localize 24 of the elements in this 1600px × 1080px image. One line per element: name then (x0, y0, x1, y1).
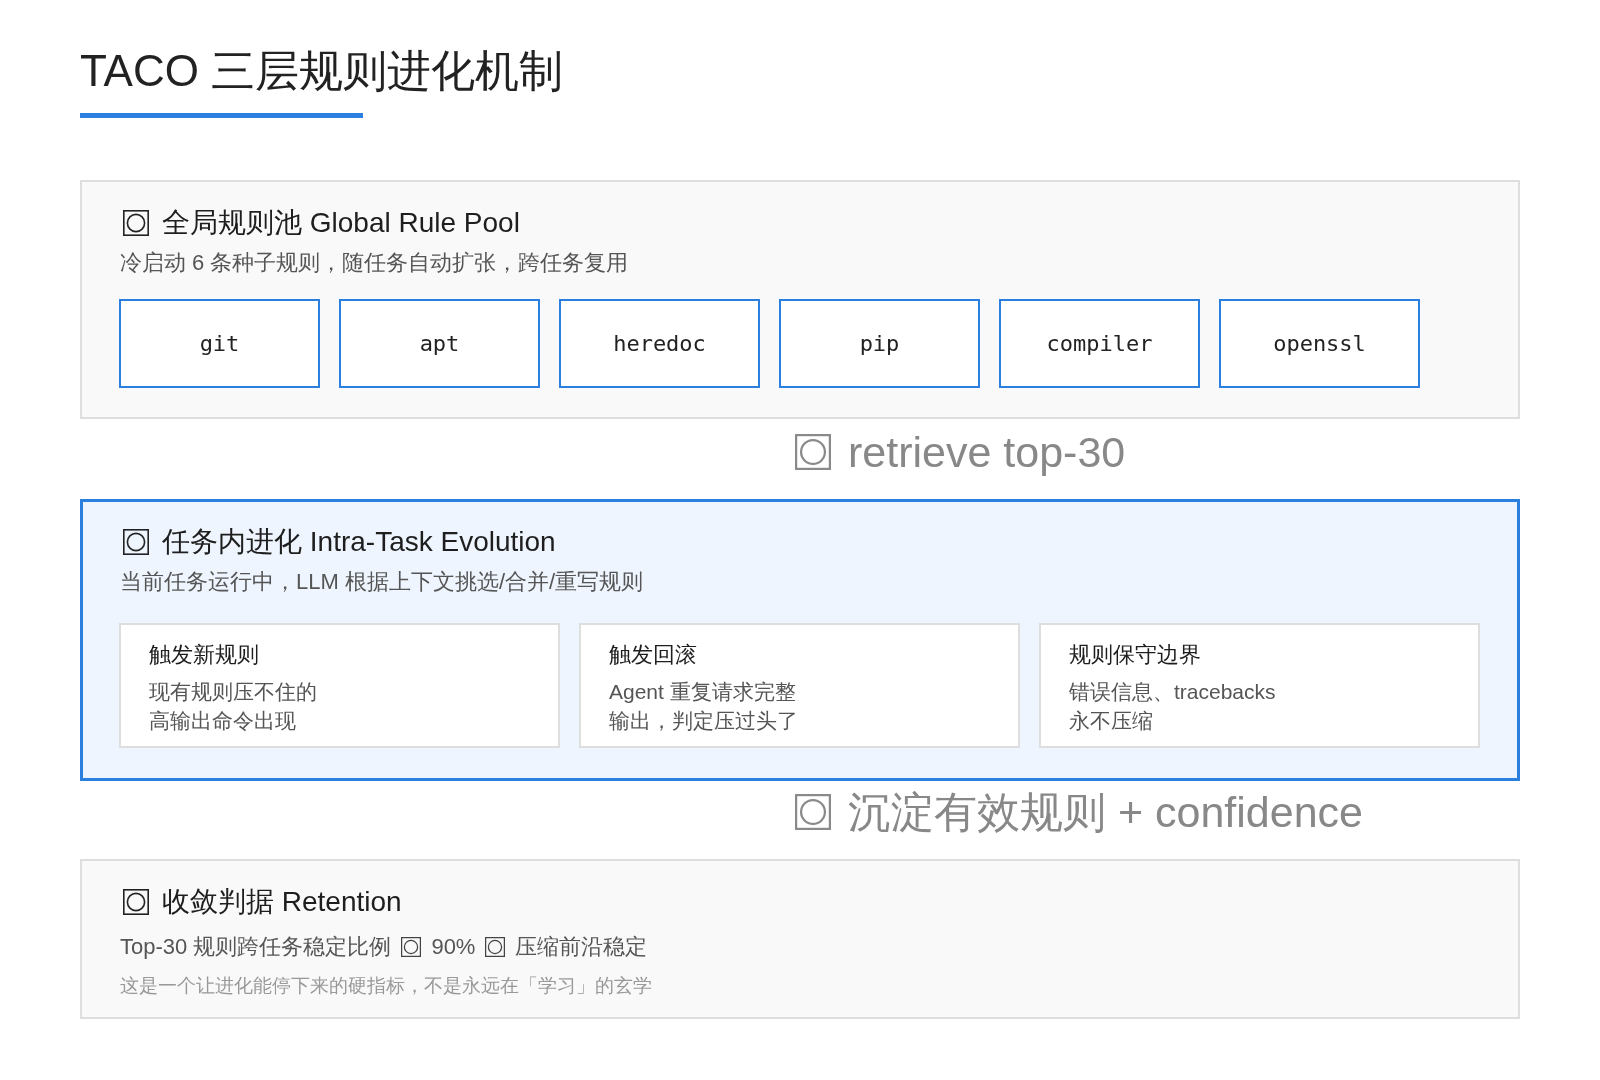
card-text: 现有规则压不住的高输出命令出现 (149, 679, 318, 734)
panel (80, 499, 1520, 781)
card-heading: 规则保守边界 (1069, 641, 1201, 669)
panel-heading: 全局规则池 Global Rule Pool (162, 208, 520, 238)
info-card (579, 623, 1020, 748)
flow-label: 沉淀有效规则 + confidence (848, 788, 1363, 836)
card-heading: 触发新规则 (149, 641, 259, 669)
panel (80, 859, 1520, 1019)
panel-heading: 任务内进化 Intra-Task Evolution (162, 527, 556, 557)
card-text: Agent 重复请求完整输出，判定压过头了 (609, 679, 799, 734)
info-card (119, 623, 560, 748)
metric-value: 90% (431, 933, 476, 961)
panel-heading: 收敛判据 Retention (162, 887, 402, 917)
panel (80, 180, 1520, 419)
flow-label: retrieve top-30 (848, 428, 1126, 476)
card-text: 错误信息、tracebacks永不压缩 (1069, 679, 1277, 734)
card-heading: 触发回滚 (609, 641, 697, 669)
panel-subtitle: 冷启动 6 条种子规则，随任务自动扩张，跨任务复用 (120, 249, 629, 277)
metric-text: 压缩前沿稳定 (515, 933, 648, 961)
panel-subtitle: 当前任务运行中，LLM 根据上下文挑选/合并/重写规则 (120, 568, 644, 596)
note-text: 这是一个让进化能停下来的硬指标，不是永远在「学习」的玄学 (120, 974, 652, 998)
info-card (1039, 623, 1480, 748)
metric-text: Top-30 规则跨任务稳定比例 (120, 933, 392, 961)
title: TACO 三层规则进化机制 (80, 45, 564, 97)
